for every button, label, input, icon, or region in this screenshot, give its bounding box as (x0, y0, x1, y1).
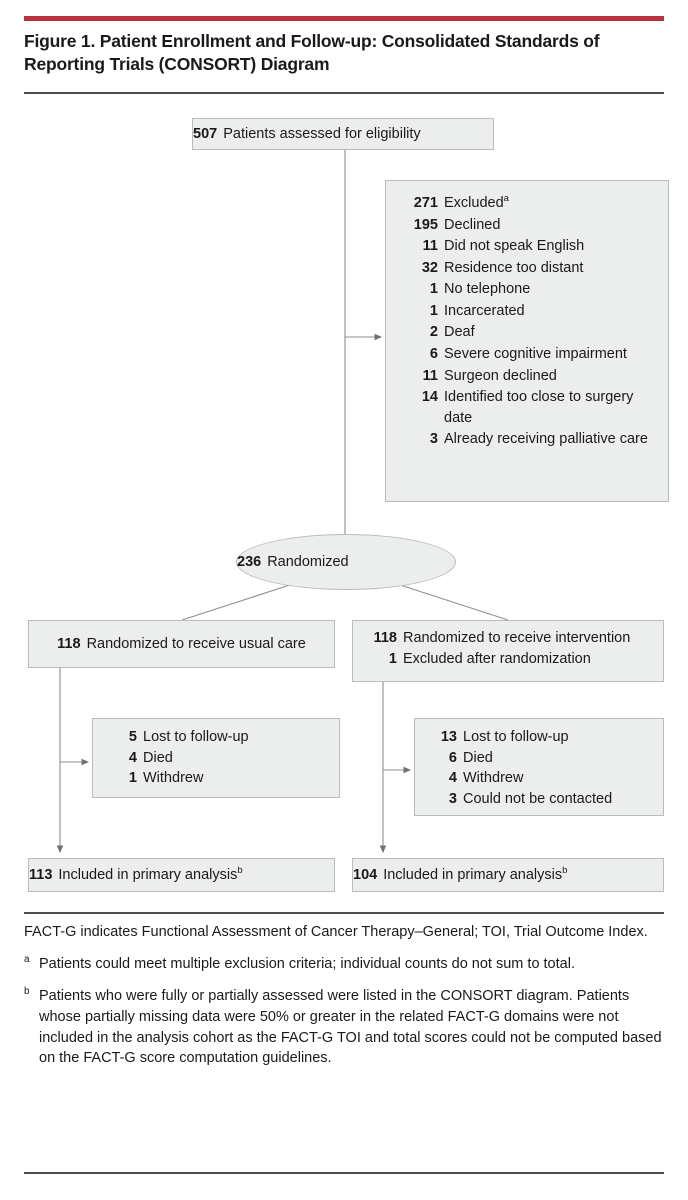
exclusion-reason-row: 6 Severe cognitive impairment (394, 344, 658, 365)
reason-count: 2 (429, 324, 438, 341)
reason-count: 11 (422, 367, 438, 384)
connector-randomized-to-usual (181, 582, 297, 621)
reason-count: 3 (429, 431, 438, 448)
node-excluded: 271 Excludeda 195 Declined 11 Did not sp… (385, 180, 669, 502)
exclusion-reason-row: 14 Identified too close to surgery date (394, 387, 658, 428)
analysis-intervention-label: Included in primary analysisb (383, 864, 568, 883)
reason-count: 1 (429, 302, 438, 319)
footnote-b-mark: b (24, 985, 30, 997)
randomized-label: Randomized (267, 554, 349, 570)
exclusion-reason-row: 2 Deaf (394, 322, 658, 343)
intervention-count: 118 (373, 630, 397, 646)
footnote-b-text: Patients who were fully or partially ass… (39, 987, 662, 1067)
footnote-a-text: Patients could meet multiple exclusion c… (39, 955, 575, 972)
lost-intervention-item-label: Could not be contacted (463, 790, 613, 807)
analysis-usual-count: 113 (29, 866, 53, 883)
reason-label: No telephone (444, 281, 531, 298)
exclusion-reason-row: 11 Surgeon declined (394, 366, 658, 387)
lost-usual-item-count: 4 (128, 749, 137, 766)
exclusion-reason-row: 3 Already receiving palliative care (394, 429, 658, 450)
analysis-intervention-footnote-mark: b (562, 864, 568, 876)
reason-count: 32 (421, 259, 438, 276)
reason-count: 1 (429, 281, 438, 298)
excluded-footnote-mark: a (503, 193, 509, 205)
reason-label: Severe cognitive impairment (444, 346, 627, 363)
bottom-divider (24, 1172, 664, 1174)
lost-intervention-item-label: Died (463, 749, 493, 766)
node-lost-intervention: 13 Lost to follow-up 6 Died 4 Withdrew 3… (414, 718, 664, 816)
lost-intervention-item-label: Withdrew (463, 770, 524, 787)
reason-count: 6 (429, 346, 438, 363)
reason-count: 11 (422, 238, 438, 255)
lost-intervention-label: Lost to follow-up (463, 729, 569, 745)
reason-label: Surgeon declined (444, 367, 557, 384)
intervention-main-row: 118 Randomized to receive intervention (367, 628, 653, 649)
node-analysis-usual-care: 113 Included in primary analysisb (28, 858, 335, 892)
footnote-a-mark: a (24, 953, 30, 965)
lost-usual-item-count: 1 (128, 770, 137, 787)
lost-intervention-item-row: 3 Could not be contacted (433, 789, 653, 810)
node-lost-usual-care: 5 Lost to follow-up 4 Died 1 Withdrew (92, 718, 340, 798)
excluded-count: 271 (413, 195, 438, 211)
lost-usual-item-row: 4 Died (117, 748, 329, 769)
connector-randomized-to-intervention (393, 582, 509, 621)
reason-count: 195 (413, 216, 438, 233)
lost-intervention-item-count: 3 (448, 790, 457, 807)
excluded-label: Excludeda (444, 193, 509, 211)
lost-intervention-item-row: 6 Died (433, 748, 653, 769)
intervention-label: Randomized to receive intervention (403, 630, 631, 646)
figure-title: Figure 1. Patient Enrollment and Follow-… (24, 31, 600, 75)
title-divider (24, 92, 664, 94)
excluded-header-row: 271 Excludeda (394, 193, 658, 214)
lost-intervention-header-row: 13 Lost to follow-up (433, 727, 653, 748)
reason-label: Residence too distant (444, 259, 584, 276)
analysis-usual-footnote-mark: b (237, 864, 243, 876)
intervention-excluded-label: Excluded after randomization (403, 650, 591, 667)
exclusion-reason-row: 195 Declined (394, 215, 658, 236)
reason-label: Already receiving palliative care (444, 431, 648, 448)
lost-intervention-count: 13 (440, 729, 457, 745)
assessed-count: 507 (193, 125, 218, 142)
footnote-divider (24, 912, 664, 914)
footnote-block: FACT-G indicates Functional Assessment o… (24, 922, 664, 1080)
lost-usual-item-label: Died (143, 749, 173, 766)
exclusion-reason-row: 11 Did not speak English (394, 236, 658, 257)
exclusion-reason-row: 1 No telephone (394, 279, 658, 300)
lost-intervention-item-count: 6 (448, 749, 457, 766)
node-randomized: 236 Randomized (236, 534, 456, 590)
exclusion-reason-row: 1 Incarcerated (394, 301, 658, 322)
lost-intervention-item-count: 4 (448, 770, 457, 787)
exclusion-reason-row: 32 Residence too distant (394, 258, 658, 279)
reason-label: Deaf (444, 324, 475, 341)
footnote-abbreviations: FACT-G indicates Functional Assessment o… (24, 924, 648, 940)
assessed-label: Patients assessed for eligibility (223, 125, 421, 142)
lost-usual-count: 5 (128, 729, 137, 745)
intervention-excluded-row: 1 Excluded after randomization (367, 649, 653, 670)
reason-label: Incarcerated (444, 302, 525, 319)
intervention-excluded-count: 1 (388, 650, 397, 667)
reason-label: Identified too close to surgery date (444, 389, 634, 426)
node-intervention: 118 Randomized to receive intervention 1… (352, 620, 664, 682)
reason-label: Declined (444, 216, 501, 233)
reason-count: 14 (421, 389, 438, 406)
lost-usual-item-label: Withdrew (143, 770, 204, 787)
lost-intervention-item-row: 4 Withdrew (433, 768, 653, 789)
node-assessed-for-eligibility: 507 Patients assessed for eligibility (192, 118, 494, 150)
footnote-a: a Patients could meet multiple exclusion… (24, 954, 664, 975)
accent-rule (24, 16, 664, 21)
node-analysis-intervention: 104 Included in primary analysisb (352, 858, 664, 892)
lost-usual-header-row: 5 Lost to follow-up (117, 727, 329, 748)
analysis-usual-label: Included in primary analysisb (58, 864, 243, 883)
usual-care-count: 118 (57, 635, 81, 652)
node-usual-care: 118 Randomized to receive usual care (28, 620, 335, 668)
analysis-intervention-count: 104 (353, 866, 378, 883)
randomized-count: 236 (237, 554, 262, 570)
usual-care-label: Randomized to receive usual care (86, 635, 306, 652)
lost-usual-label: Lost to follow-up (143, 729, 249, 745)
footnote-b: b Patients who were fully or partially a… (24, 986, 664, 1070)
reason-label: Did not speak English (444, 238, 585, 255)
lost-usual-item-row: 1 Withdrew (117, 768, 329, 789)
